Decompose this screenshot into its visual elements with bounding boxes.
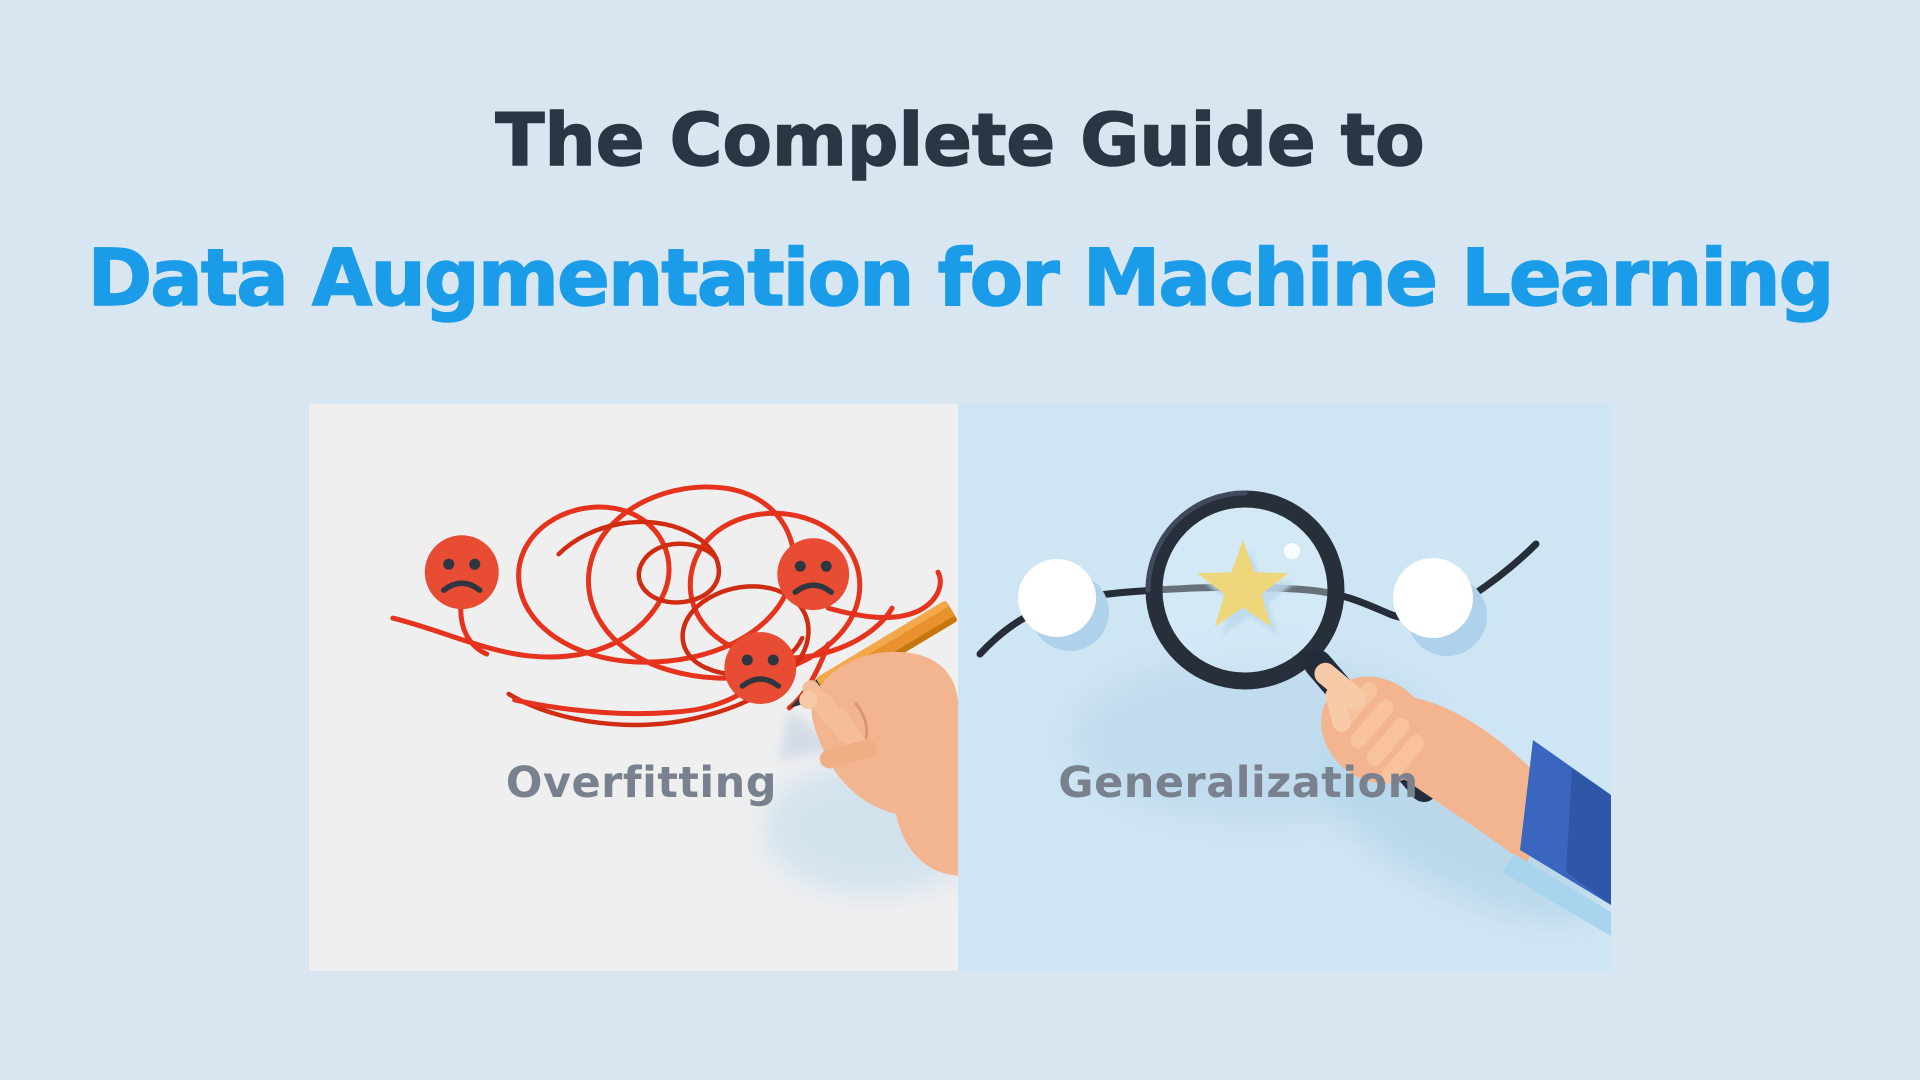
- title-line-2: Data Augmentation for Machine Learning: [87, 234, 1835, 324]
- generalization-panel: Generalization: [958, 404, 1611, 971]
- sleeve: [1502, 740, 1611, 936]
- data-point-circle: [1018, 559, 1109, 651]
- sad-face-icon: [777, 538, 850, 611]
- thumb: [1325, 686, 1351, 732]
- title-line-1: The Complete Guide to: [495, 98, 1426, 182]
- sad-face-icon: [724, 632, 797, 704]
- overfitting-panel: Overfitting: [309, 404, 958, 971]
- star-icon: [1197, 540, 1296, 636]
- generalization-drawing: [976, 490, 1611, 936]
- scribble-path-strands: [458, 569, 943, 717]
- lens-sparkle-dot: [1284, 543, 1300, 559]
- data-point-circle: [1393, 558, 1487, 656]
- scribble-path-main: [390, 484, 895, 681]
- index-finger: [1314, 662, 1366, 710]
- hand-holding-pencil: [799, 651, 958, 876]
- hand-holding-magnifier: [1314, 662, 1558, 864]
- generalization-label: Generalization: [1058, 758, 1419, 808]
- overfitting-drawing: [390, 484, 958, 895]
- sad-face-icon: [424, 535, 499, 610]
- overfitting-label: Overfitting: [505, 758, 778, 808]
- concept-illustration: Overfitting: [309, 404, 1611, 971]
